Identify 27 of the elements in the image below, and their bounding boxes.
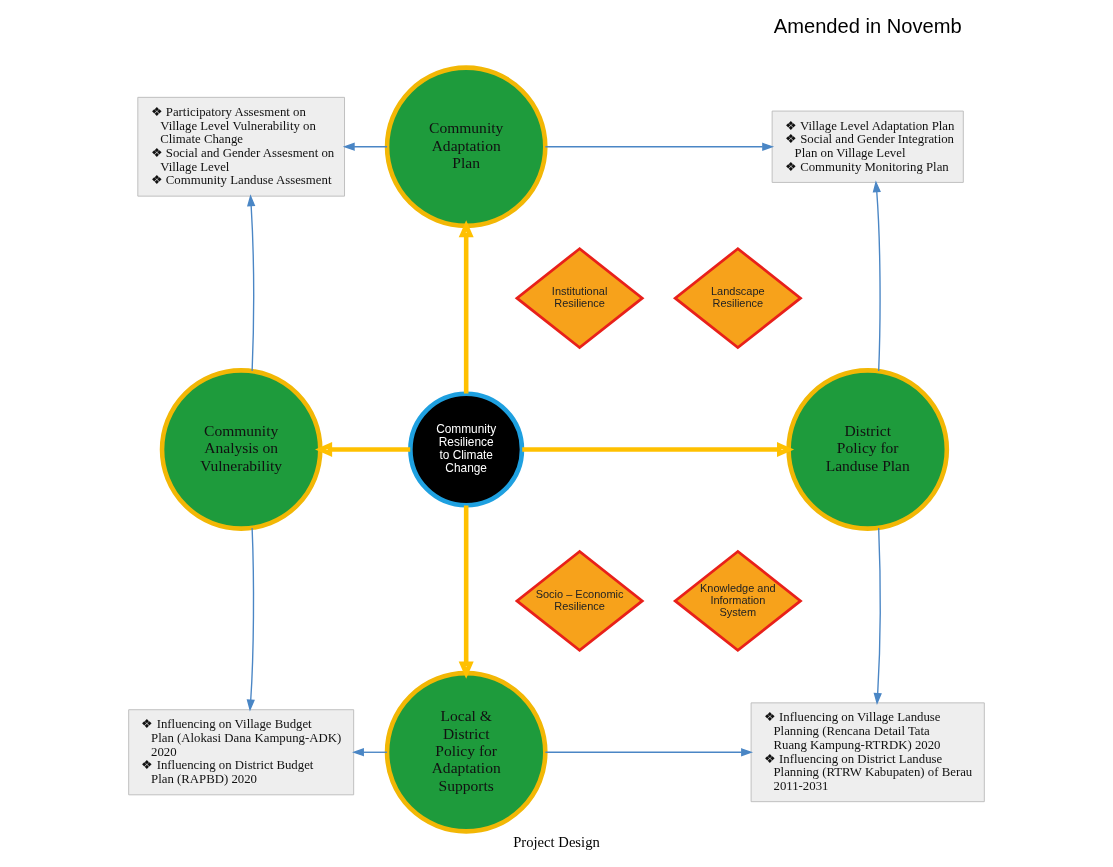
- arrow: [458, 505, 474, 679]
- arrow: [246, 527, 255, 712]
- node-circle: Community Resilience to Climate Change: [408, 391, 525, 508]
- node-box: ❖ Participatory Assesment on Village Level Vulnerability on Climate Change ❖ Social and Gender Assesment on Village Level ❖ Community Landuse Assesment: [137, 96, 345, 197]
- caption: Project Design: [513, 833, 600, 850]
- arrow: [342, 142, 388, 151]
- arrow: [544, 142, 775, 151]
- node-diamond: Knowledge and Information System: [672, 549, 803, 653]
- arrow: [872, 180, 881, 372]
- node-box: ❖ Influencing on Village Landuse Planning (Rencana Detail Tata Ruang Kampung-RTRDK) 2020 ❖ Influencing on District Landuse Planning (RTRW Kabupaten) of Berau 2011-2031: [750, 702, 985, 803]
- node-diamond: Institutional Resilience: [514, 247, 645, 350]
- arrow: [522, 442, 795, 457]
- node-diamond: Landscape Resilience: [672, 247, 803, 350]
- arrow: [247, 194, 256, 372]
- node-box: ❖ Village Level Adaptation Plan ❖ Social and Gender Integration Plan on Village Level ❖ Community Monitoring Plan: [771, 110, 964, 183]
- arrow: [544, 748, 753, 757]
- node-diamond: Socio – Economic Resilience: [514, 549, 645, 653]
- node-circle: Community Adaptation Plan: [384, 65, 548, 229]
- arrow: [315, 442, 411, 457]
- arrow: [458, 220, 474, 394]
- node-box: ❖ Influencing on Village Budget Plan (Alokasi Dana Kampung-ADK) 2020 ❖ Influencing on District Budget Plan (RAPBD) 2020: [128, 709, 355, 796]
- arrow: [873, 527, 882, 705]
- node-circle: District Policy for Landuse Plan: [786, 368, 950, 531]
- label: Amended in Novemb: [773, 15, 962, 38]
- node-circle: Local & District Policy for Adaptation Supports: [384, 670, 548, 834]
- node-circle: Community Analysis on Vulnerability: [159, 368, 323, 531]
- arrow: [352, 748, 388, 757]
